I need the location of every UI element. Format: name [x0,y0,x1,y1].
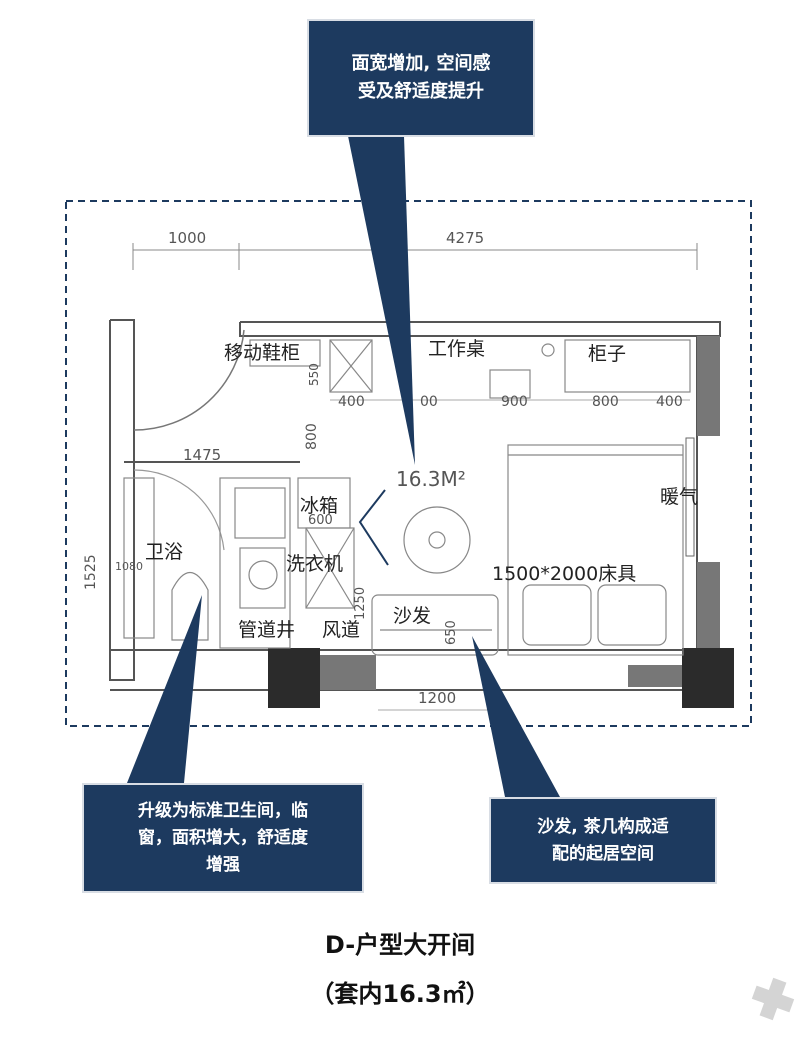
column-left [268,648,320,708]
dim-corridor: 800 [304,423,320,450]
wall-block-1 [320,655,376,690]
dim-sofa-depth: 650 [444,620,459,645]
walls [109,319,721,691]
dim-shelf-4: 400 [656,394,683,410]
caption-area: （套内16.3㎡） [310,980,490,1008]
label-desk: 工作桌 [428,338,485,360]
label-cabinet: 柜子 [588,343,626,365]
heater-panel [685,437,695,557]
plus-watermark-icon [751,977,795,1021]
bathroom-fixtures [123,477,291,649]
right-wall-lower [697,562,720,652]
pointer-left [127,595,202,783]
dim-sofa-width: 1200 [418,689,456,707]
callout-top-line-2: 受及舒适度提升 [358,81,484,102]
right-wall-upper [697,336,720,436]
dim-wash-depth: 1250 [353,587,368,620]
label-bed: 1500*2000床具 [492,563,636,585]
pointer-center [358,489,389,566]
dim-left-height: 1525 [83,554,99,590]
bed-drawing [507,444,684,656]
top-dimension [132,243,698,270]
callout-left: 升级为标准卫生间，临 窗，面积增大，舒适度 增强 [82,783,364,893]
plan-boundary [65,200,752,727]
callout-right-line-1: 沙发, 茶几构成适 [537,816,669,837]
column-right [682,648,734,708]
label-area: 16.3M² [396,467,466,491]
callout-right: 沙发, 茶几构成适 配的起居空间 [489,797,717,884]
entry-door-swing [133,329,245,431]
coffee-table [403,506,471,574]
label-shoe-cabinet: 移动鞋柜 [224,342,300,364]
label-pipe-well: 管道井 [238,619,295,641]
dim-top-left: 1000 [168,229,206,247]
callout-left-line-2: 窗，面积增大，舒适度 [138,827,308,848]
label-heater: 暖气 [660,486,698,508]
label-sofa: 沙发 [393,605,431,627]
dim-shelf-1: 400 [338,394,365,410]
appliances [297,477,355,609]
dim-shoe-depth: 550 [307,363,321,386]
label-washer: 洗衣机 [286,553,343,575]
callout-right-line-2: 配的起居空间 [552,843,654,864]
sofa-drawing [371,594,499,656]
pointer-right [472,636,560,797]
bathroom-door-swing [133,469,225,551]
dim-top-right: 4275 [446,229,484,247]
label-fridge: 冰箱 [300,495,338,517]
callout-left-line-1: 升级为标准卫生间，临 [138,800,308,821]
dim-shelf-2: 900 [501,394,528,410]
dim-shelf-partial: 00 [420,394,438,410]
dim-fridge-width: 600 [308,513,333,528]
top-cabinetry [249,339,691,399]
wall-block-2 [628,665,682,687]
pointer-top [348,136,415,465]
dim-shelf-3: 800 [592,394,619,410]
label-air-duct: 风道 [322,619,360,641]
callout-top: 面宽增加, 空间感 受及舒适度提升 [307,19,535,137]
label-bathroom: 卫浴 [145,541,183,563]
dim-small-1080: 1080 [115,560,143,573]
dim-bathroom-width: 1475 [183,446,221,464]
callout-left-line-3: 增强 [206,854,240,875]
caption-title: D-户型大开间 [324,931,476,959]
callout-top-line-1: 面宽增加, 空间感 [351,53,491,74]
